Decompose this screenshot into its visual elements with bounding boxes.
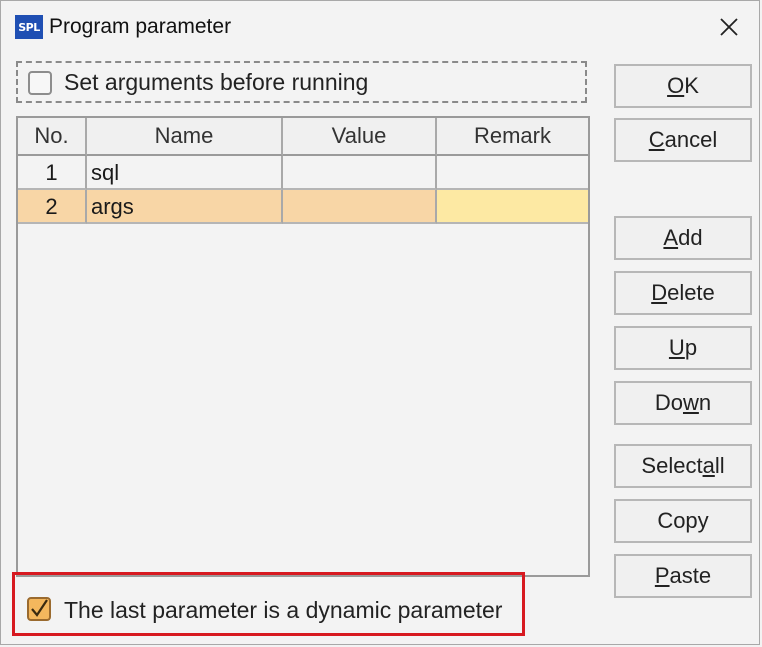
dynamic-parameter-checkbox[interactable] [27,597,51,621]
add-mnemonic: A [663,225,679,250]
value-cell[interactable] [283,190,437,224]
delete-mnemonic: D [651,280,668,305]
table-header: No. Name Value Remark [18,118,588,156]
cancel-label-post: ancel [664,127,718,152]
down-mnemonic: w [682,390,699,415]
select-all-label-pre: Select [641,453,703,478]
dialog-title: Program parameter [49,15,232,38]
close-button[interactable] [711,9,747,45]
ok-mnemonic: O [667,73,685,98]
column-header-no[interactable]: No. [18,118,87,156]
paste-label-post: aste [669,563,712,588]
annotation-highlight-box [12,572,525,636]
select-all-label-post: ll [714,453,725,478]
cancel-mnemonic: C [648,127,665,152]
ok-label-post: K [684,73,699,98]
spl-logo-icon: SPL [15,15,43,39]
value-cell[interactable] [283,156,437,190]
down-label-pre: Do [654,390,683,415]
dynamic-parameter-label: The last parameter is a dynamic paramete… [64,597,503,623]
remark-cell[interactable] [437,190,588,224]
parameter-table: No. Name Value Remark 1 sql 2 args [16,116,590,577]
set-arguments-checkbox[interactable] [28,71,52,95]
table-row-selected[interactable]: 2 args [18,190,588,224]
checkmark-icon [31,599,48,617]
name-cell[interactable]: args [87,190,283,224]
title-bar: SPL Program parameter [1,1,759,55]
close-icon [720,18,738,36]
row-number: 2 [18,190,87,224]
name-cell[interactable]: sql [87,156,283,190]
copy-label: Copy [657,508,709,533]
column-header-value[interactable]: Value [283,118,437,156]
remark-cell[interactable] [437,156,588,190]
column-header-remark[interactable]: Remark [437,118,588,156]
column-header-name[interactable]: Name [87,118,283,156]
add-label-post: dd [678,225,703,250]
delete-label-post: elete [667,280,715,305]
copy-button[interactable]: Copy [614,499,752,543]
select-all-mnemonic: a [702,453,715,478]
row-number: 1 [18,156,87,190]
set-arguments-option[interactable]: Set arguments before running [16,61,587,103]
down-label-post: n [698,390,712,415]
paste-mnemonic: P [654,563,670,588]
up-label-post: p [684,335,698,360]
up-mnemonic: U [668,335,685,360]
set-arguments-label: Set arguments before running [64,69,369,95]
table-row[interactable]: 1 sql [18,156,588,190]
